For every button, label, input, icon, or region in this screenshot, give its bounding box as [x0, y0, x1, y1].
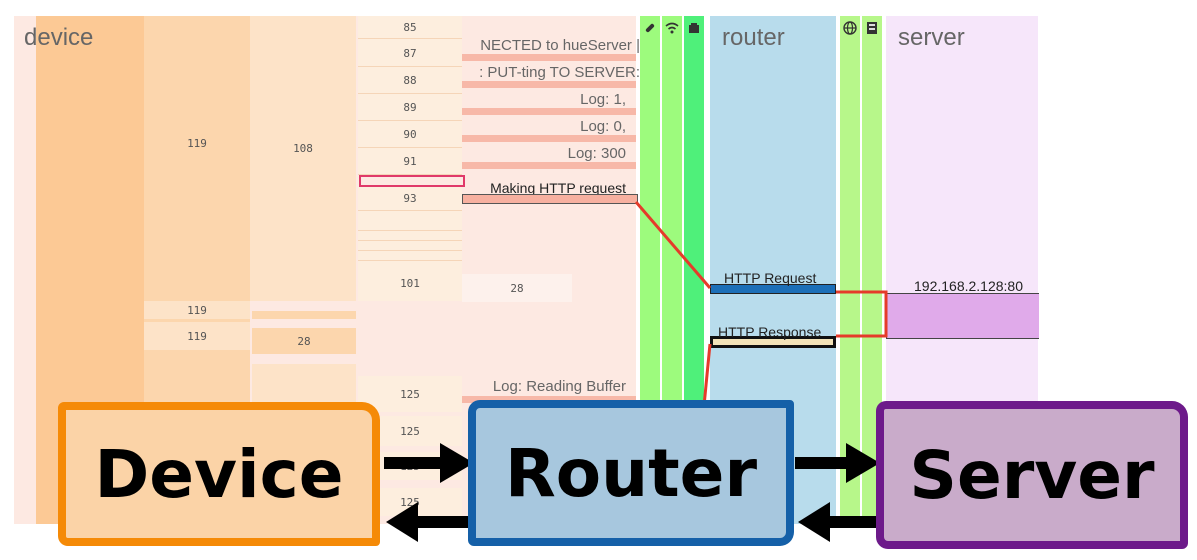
log-bar-6: [462, 396, 636, 403]
radio-col-2: [662, 16, 682, 524]
router-response-label: HTTP Response: [718, 324, 822, 340]
row-101: 101: [400, 276, 420, 290]
row-spacer-b: [358, 240, 462, 241]
device-lower-b: 119: [144, 322, 250, 350]
trace-lines: [634, 201, 888, 407]
log-line-1: Log: 1,: [580, 91, 626, 108]
globe-icon: [842, 20, 858, 36]
server-radio-col-1: [840, 16, 860, 524]
trace-router-to-server: [836, 290, 888, 338]
server-connection-block[interactable]: [886, 293, 1039, 339]
trace-device-to-router: [634, 201, 712, 289]
device-lower-a: 119: [144, 301, 250, 319]
log-bar-3: [462, 108, 636, 115]
log-bar-2: [462, 81, 636, 88]
log-line-connected: NECTED to hueServer |: [480, 37, 640, 54]
log-line-0: Log: 0,: [580, 118, 626, 135]
router-lane-label: router: [722, 24, 785, 51]
row-87: 87: [358, 40, 462, 67]
server-box[interactable]: Server: [876, 401, 1188, 549]
bluetooth-icon: [686, 20, 702, 36]
log-line-300: Log: 300: [567, 145, 626, 162]
device-box[interactable]: Device: [58, 402, 380, 546]
radio-col-1: [640, 16, 660, 524]
row-88: 88: [358, 68, 462, 94]
log-line-making-request: Making HTTP request: [490, 180, 626, 196]
log-line-putting: : PUT-ting TO SERVER:: [479, 64, 640, 81]
router-box[interactable]: Router: [468, 400, 794, 546]
device-col-4: [358, 16, 462, 301]
log-bar-1: [462, 54, 636, 61]
server-address-label: 192.168.2.128:80: [914, 278, 1023, 294]
row-89: 89: [358, 95, 462, 121]
link-icon: [642, 20, 658, 36]
log-line-reading-buffer: Log: Reading Buffer: [492, 378, 626, 395]
router-request-bar[interactable]: [710, 284, 836, 294]
device-col2-value: 108: [293, 141, 313, 155]
trace-router-down: [702, 343, 712, 407]
server-rack-icon: [864, 20, 880, 36]
log-bar-4: [462, 135, 636, 142]
row-125-a: 125: [358, 376, 462, 412]
device-col-3: [250, 16, 356, 301]
row-90: 90: [358, 122, 462, 148]
device-lane-label: device: [24, 24, 94, 51]
router-request-label: HTTP Request: [724, 270, 817, 286]
row-spacer-c: [358, 250, 462, 251]
row-91: 91: [358, 149, 462, 175]
row-spacer-d: [358, 260, 462, 261]
wifi-icon: [664, 20, 680, 36]
device-col1-value: 119: [187, 136, 207, 150]
device-lower-b-side: 28: [252, 328, 356, 354]
row-93: 93: [358, 186, 462, 211]
row-101-side: 28: [462, 274, 572, 302]
row-85: 85: [358, 16, 462, 39]
server-radio-col-2: [862, 16, 882, 524]
row-spacer-a: [358, 230, 462, 231]
row-92-highlight[interactable]: [359, 175, 465, 187]
log-bar-5: [462, 162, 636, 169]
log-bar-request[interactable]: [462, 194, 638, 204]
server-lane-label: server: [898, 24, 965, 51]
device-lower-a-bar: [252, 311, 356, 319]
router-response-bar[interactable]: [710, 336, 836, 348]
